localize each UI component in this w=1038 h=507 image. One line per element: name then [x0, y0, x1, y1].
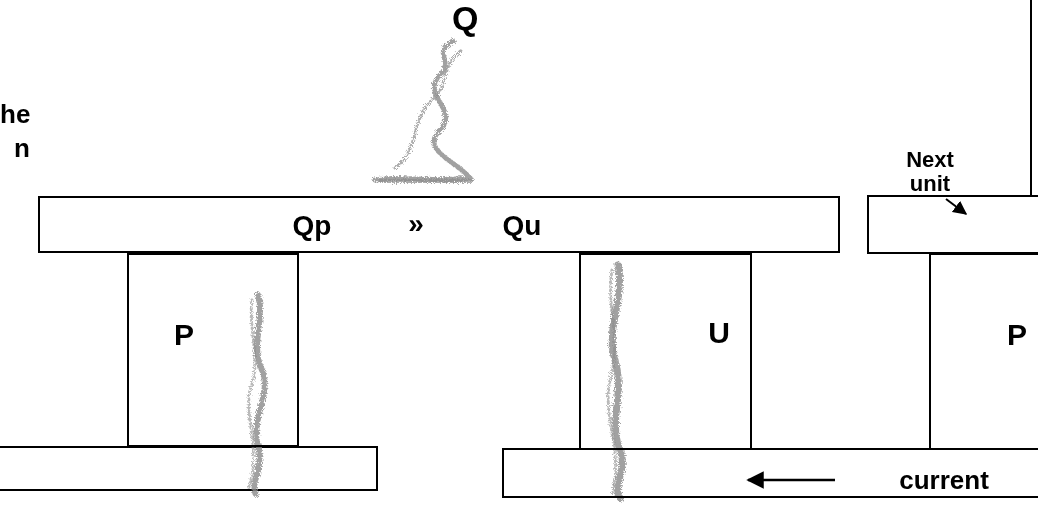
node-text: Qp	[293, 211, 332, 242]
frame-line	[1030, 0, 1032, 196]
plumes	[248, 40, 622, 498]
node-text: U	[708, 316, 730, 349]
node-text: »	[408, 209, 424, 240]
current-arrow	[748, 479, 835, 482]
column: P	[127, 253, 299, 447]
cropped-text: he	[0, 100, 30, 129]
leader-label: Next unit	[888, 148, 972, 196]
column: U	[579, 253, 752, 450]
next-unit-bar	[868, 196, 1038, 253]
node-text: P	[1007, 318, 1027, 351]
flow-label: Q	[452, 0, 478, 37]
node-text: current	[899, 466, 989, 495]
top-bar: Qp » Qu	[38, 196, 840, 253]
leader-arrow	[946, 199, 966, 214]
node-text: Qu	[503, 211, 542, 242]
base-bar	[0, 447, 377, 490]
node-text: P	[174, 318, 194, 351]
current-bar: current	[502, 448, 1038, 498]
cropped-text: n	[14, 134, 30, 163]
column: P	[929, 253, 1038, 450]
